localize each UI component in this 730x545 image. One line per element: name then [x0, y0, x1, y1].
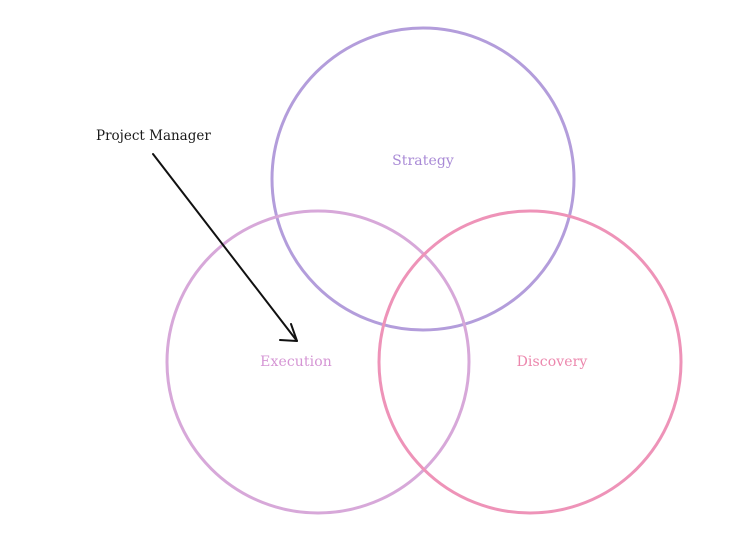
- strategy-label: Strategy: [392, 153, 454, 169]
- discovery-label: Discovery: [516, 354, 588, 370]
- execution-label: Execution: [260, 354, 332, 370]
- execution-circle: [165, 209, 471, 515]
- strategy-circle: [270, 26, 576, 332]
- project-manager-annotation: Project Manager: [96, 128, 211, 144]
- discovery-circle: [377, 209, 683, 515]
- annotation-arrow: [152, 153, 298, 342]
